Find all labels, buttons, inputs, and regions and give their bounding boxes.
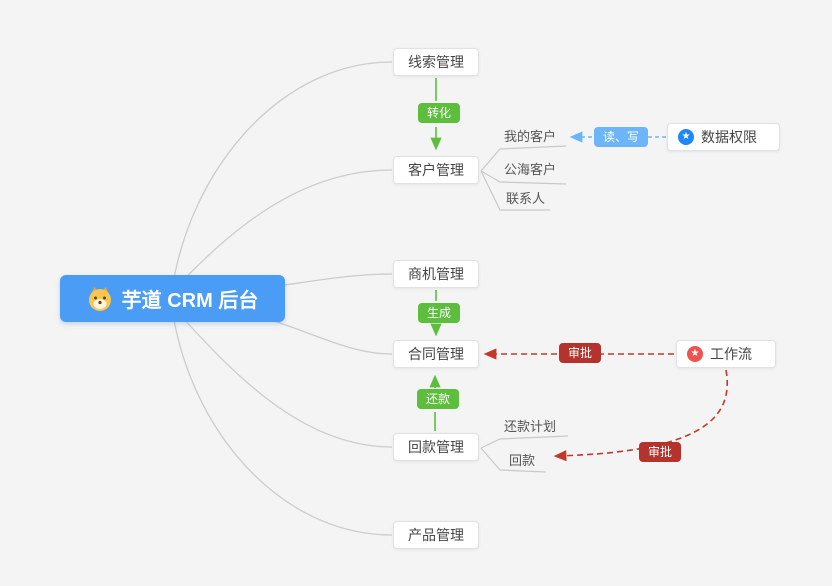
branch-public-customers [480,170,567,185]
badge-read-write: 读、写 [594,127,649,147]
node-receivables-label: 回款管理 [408,439,464,455]
node-products: 产品管理 [393,521,479,549]
node-business: 商机管理 [393,260,479,288]
node-data-permission-label: 数据权限 [701,129,757,145]
node-contracts-label: 合同管理 [408,346,464,362]
node-contracts: 合同管理 [393,340,479,368]
node-leads-label: 线索管理 [408,54,464,70]
node-products-label: 产品管理 [408,527,464,543]
node-customers-label: 客户管理 [408,162,464,178]
center-node-label: 芋道 CRM 后台 [121,290,259,312]
badge-approve-receivable: 审批 [639,442,682,462]
shiba-logo-icon [88,286,111,311]
center-node-crm-backend: 芋道 CRM 后台 [60,275,285,322]
sublabel-repayment: 回款 [509,453,536,468]
branch-contacts [480,170,550,211]
sublabel-repayment-plan: 还款计划 [504,419,557,434]
branch-repayment-plan [480,435,569,449]
curve-to-customers [171,169,393,293]
curve-to-receivables [171,305,393,448]
badge-convert: 转化 [418,103,461,123]
sublabel-my-customers: 我的客户 [504,129,557,144]
node-receivables: 回款管理 [393,433,479,461]
curve-to-leads [171,61,393,291]
badge-repay: 还款 [417,389,460,409]
node-workflow-label: 工作流 [710,346,752,362]
branch-repayment [480,447,547,473]
node-customers: 客户管理 [393,156,479,184]
sublabel-contacts: 联系人 [506,191,546,206]
curve-to-products [171,307,393,536]
workflow-star-icon: ★ [687,346,703,362]
node-leads: 线索管理 [393,48,479,76]
node-workflow: ★ 工作流 [676,340,776,368]
branch-my-customers [480,145,567,172]
node-data-permission: ★ 数据权限 [667,123,780,151]
data-permission-star-icon: ★ [678,129,694,145]
node-business-label: 商机管理 [408,266,464,282]
badge-approve-contract: 审批 [559,343,602,363]
sublabel-public-customers: 公海客户 [504,162,557,177]
badge-generate: 生成 [418,303,461,323]
